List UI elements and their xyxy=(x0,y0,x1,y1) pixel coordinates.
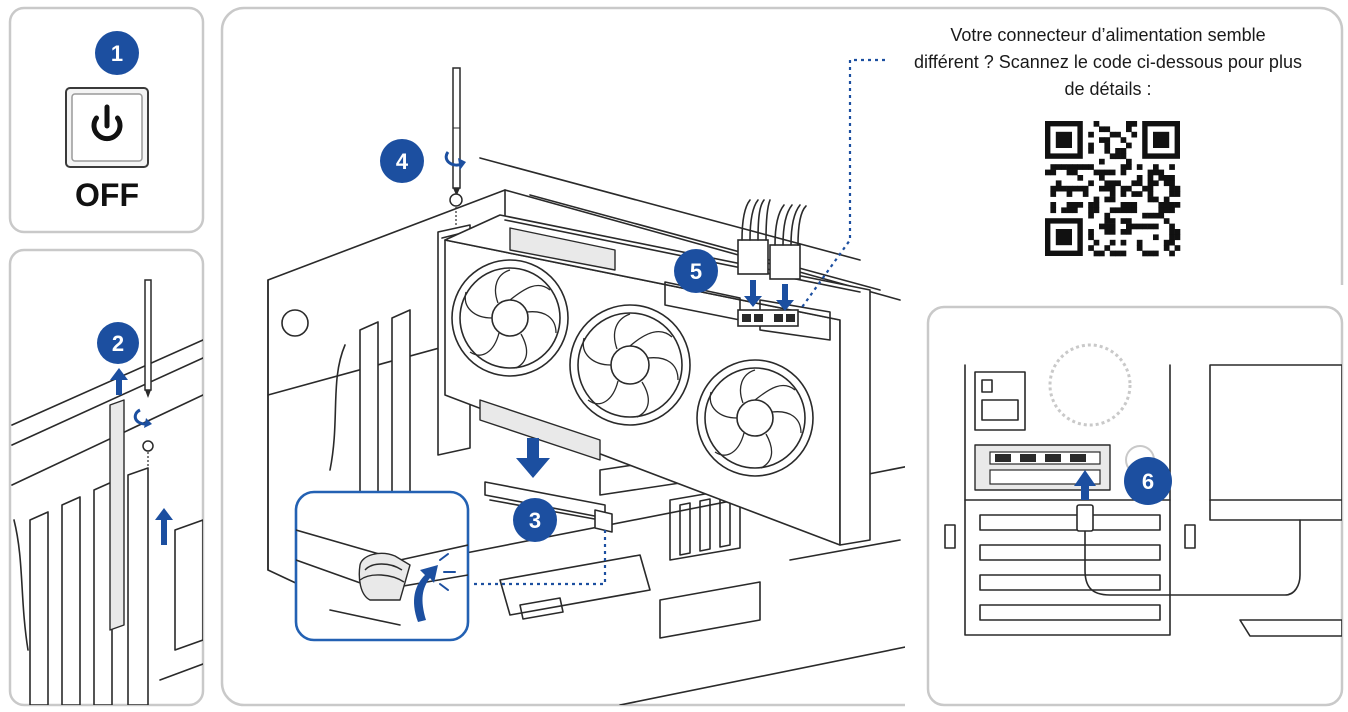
note-line-2: différent ? Scannez le code ci-dessous p… xyxy=(914,52,1302,72)
screw xyxy=(142,440,154,452)
fan-icon xyxy=(696,359,814,477)
push-arrow-icon xyxy=(414,565,438,622)
power-icon xyxy=(91,104,123,142)
step-badge-2: 2 xyxy=(97,322,139,364)
step-badge-1: 1 xyxy=(95,31,139,75)
monitor xyxy=(1209,364,1342,521)
svg-text:5: 5 xyxy=(690,259,702,284)
screw xyxy=(449,193,463,207)
down-arrow-icon xyxy=(516,438,550,478)
down-arrow-icon xyxy=(744,280,762,307)
step-badge-4: 4 xyxy=(380,139,424,183)
screwdriver-icon xyxy=(452,67,461,196)
bracket-removed xyxy=(109,399,125,631)
svg-text:6: 6 xyxy=(1142,469,1154,494)
up-arrow-icon xyxy=(110,368,128,395)
panel-remove-bracket: 2 xyxy=(8,248,205,707)
step-badge-3: 3 xyxy=(513,498,557,542)
power-button xyxy=(65,87,149,168)
panel-connect-display: 6 xyxy=(905,285,1348,712)
svg-text:1: 1 xyxy=(111,41,123,66)
qr-code-icon xyxy=(1045,121,1181,257)
note-line-1: Votre connecteur d’alimentation semble xyxy=(950,25,1265,45)
power-connector xyxy=(737,199,807,327)
panel-power-off: 1 OFF xyxy=(8,6,205,234)
note-line-3: de détails : xyxy=(1064,79,1151,99)
screwdriver-icon xyxy=(144,279,152,398)
latch-zoom-inset xyxy=(294,490,470,642)
fan-icon xyxy=(569,304,691,426)
step-badge-5: 5 xyxy=(674,249,718,293)
up-arrow-icon xyxy=(1074,470,1096,500)
display-cable xyxy=(1084,519,1301,596)
up-arrow-icon xyxy=(155,508,173,545)
step-badge-6: 6 xyxy=(1124,457,1172,505)
svg-text:3: 3 xyxy=(529,508,541,533)
down-arrow-icon xyxy=(776,284,794,311)
svg-text:4: 4 xyxy=(396,149,409,174)
fan-icon xyxy=(451,259,569,377)
power-off-label: OFF xyxy=(75,177,139,213)
svg-text:2: 2 xyxy=(112,331,124,356)
rotate-arrow-icon xyxy=(133,408,147,426)
